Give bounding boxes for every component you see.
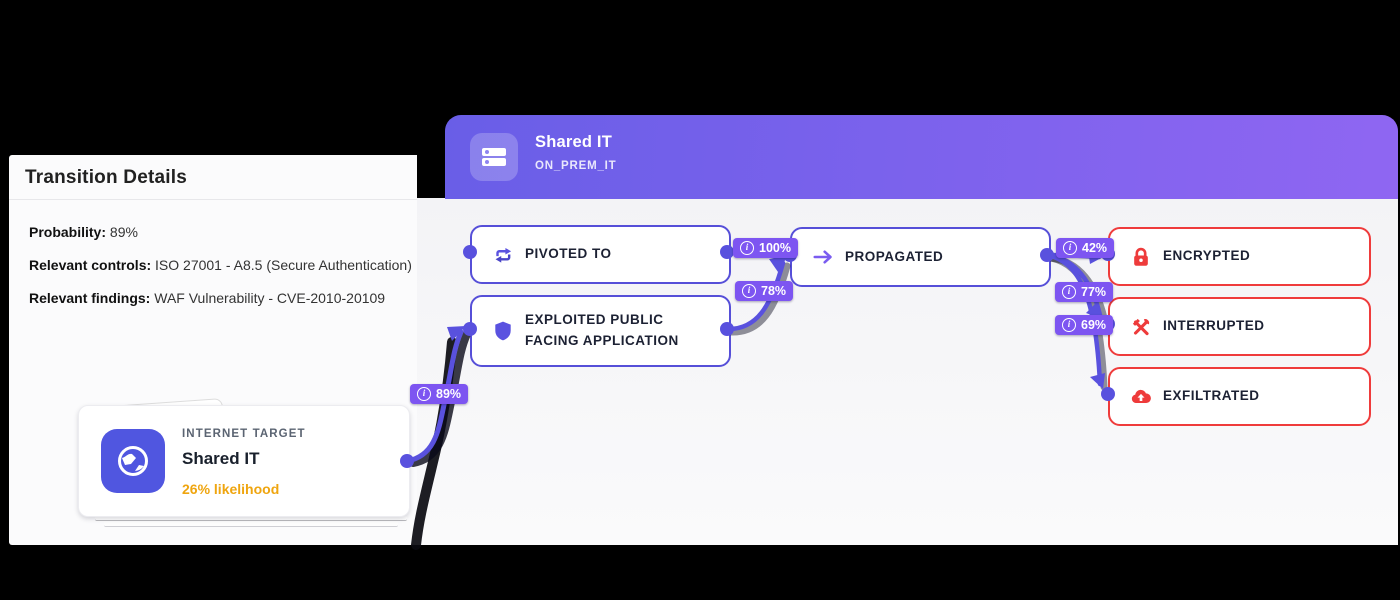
badge-value: 69% bbox=[1081, 318, 1107, 332]
node-label: EXPLOITED PUBLIC FACING APPLICATION bbox=[525, 312, 679, 348]
panel-title: Transition Details bbox=[9, 155, 417, 200]
edge-probability-badge[interactable]: i 69% bbox=[1055, 315, 1114, 335]
card-stack-layer bbox=[104, 522, 398, 527]
cloud-upload-icon bbox=[1130, 386, 1152, 408]
graph-title: Shared IT bbox=[535, 133, 612, 151]
info-icon: i bbox=[740, 241, 754, 255]
relevant-controls-field: Relevant controls: ISO 27001 - A8.5 (Sec… bbox=[29, 257, 415, 273]
node-propagated[interactable]: PROPAGATED bbox=[790, 227, 1051, 287]
edge-probability-badge[interactable]: i 89% bbox=[410, 384, 469, 404]
info-icon: i bbox=[1063, 241, 1077, 255]
probability-field: Probability: 89% bbox=[29, 224, 415, 240]
internet-target-card[interactable]: INTERNET TARGET Shared IT 26% likelihood bbox=[78, 405, 410, 517]
transition-fields: Probability: 89% Relevant controls: ISO … bbox=[9, 200, 417, 306]
edge-probability-badge[interactable]: i 42% bbox=[1056, 238, 1115, 258]
field-value: ISO 27001 - A8.5 (Secure Authentication) bbox=[155, 257, 412, 273]
badge-value: 77% bbox=[1081, 285, 1107, 299]
globe-icon bbox=[101, 429, 165, 493]
attack-graph-header: Shared IT ON_PREM_IT bbox=[445, 115, 1398, 199]
shield-icon bbox=[492, 320, 514, 342]
field-label: Relevant controls: bbox=[29, 257, 152, 273]
graph-subtitle: ON_PREM_IT bbox=[535, 160, 617, 172]
badge-value: 78% bbox=[761, 284, 787, 298]
node-encrypted[interactable]: ENCRYPTED bbox=[1108, 227, 1371, 286]
field-value: 89% bbox=[109, 224, 138, 240]
node-exfiltrated[interactable]: EXFILTRATED bbox=[1108, 367, 1371, 426]
relevant-findings-field: Relevant findings: WAF Vulnerability - C… bbox=[29, 290, 415, 306]
field-label: Relevant findings: bbox=[29, 290, 151, 306]
node-label: PROPAGATED bbox=[845, 248, 944, 264]
card-likelihood: 26% likelihood bbox=[182, 481, 280, 497]
info-icon: i bbox=[417, 387, 431, 401]
node-exploited-public-facing-application[interactable]: EXPLOITED PUBLIC FACING APPLICATION bbox=[470, 295, 731, 367]
info-icon: i bbox=[1062, 285, 1076, 299]
edge-probability-badge[interactable]: i 78% bbox=[735, 281, 794, 301]
node-label: EXFILTRATED bbox=[1163, 388, 1260, 404]
field-value: WAF Vulnerability - CVE-2010-20109 bbox=[154, 290, 386, 306]
card-text: INTERNET TARGET Shared IT 26% likelihood bbox=[182, 428, 306, 497]
header-text: Shared IT ON_PREM_IT bbox=[535, 133, 617, 172]
field-label: Probability: bbox=[29, 224, 107, 240]
node-pivoted-to[interactable]: PIVOTED TO bbox=[470, 225, 731, 284]
badge-value: 100% bbox=[759, 241, 791, 255]
node-interrupted[interactable]: INTERRUPTED bbox=[1108, 297, 1371, 356]
server-icon bbox=[470, 133, 518, 181]
lock-icon bbox=[1130, 246, 1152, 268]
node-label: INTERRUPTED bbox=[1163, 318, 1265, 334]
arrow-right-icon bbox=[812, 246, 834, 268]
pivot-arrows-icon bbox=[492, 244, 514, 266]
info-icon: i bbox=[742, 284, 756, 298]
edge-probability-badge[interactable]: i 100% bbox=[733, 238, 798, 258]
card-name: Shared IT bbox=[182, 449, 260, 468]
card-stack-layer bbox=[95, 516, 407, 521]
edge-probability-badge[interactable]: i 77% bbox=[1055, 282, 1114, 302]
badge-value: 42% bbox=[1082, 241, 1108, 255]
info-icon: i bbox=[1062, 318, 1076, 332]
node-label: ENCRYPTED bbox=[1163, 248, 1251, 264]
card-category: INTERNET TARGET bbox=[182, 428, 306, 440]
badge-value: 89% bbox=[436, 387, 462, 401]
node-label: PIVOTED TO bbox=[525, 246, 612, 262]
tools-icon bbox=[1130, 316, 1152, 338]
